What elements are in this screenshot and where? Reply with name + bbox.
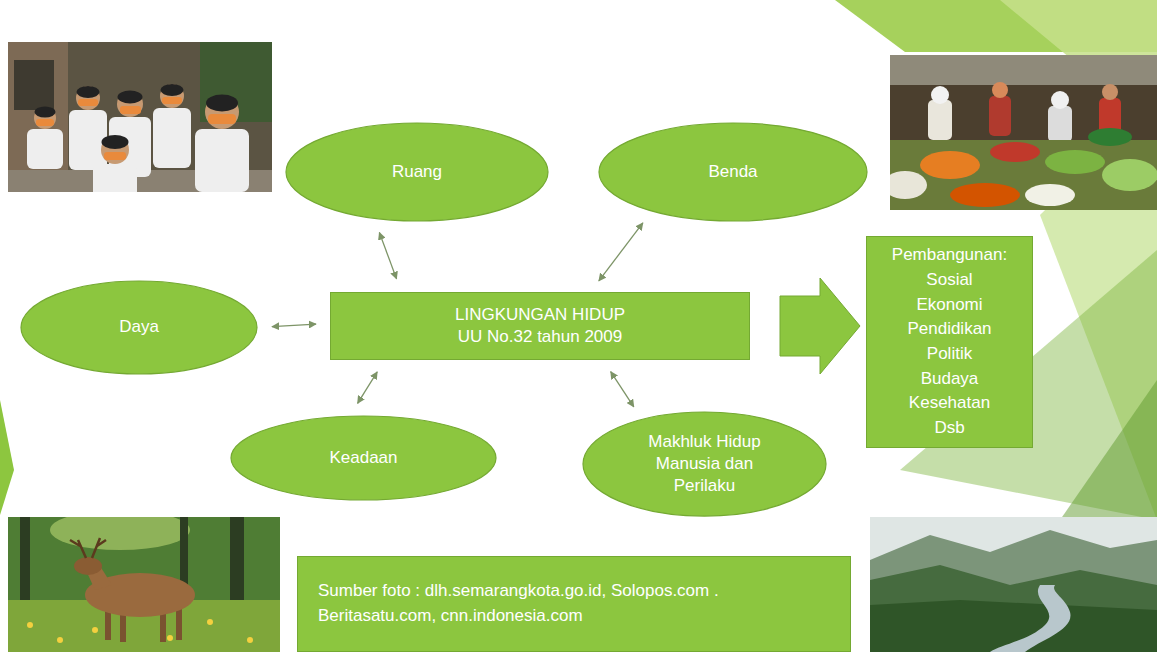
ellipse-shape	[21, 281, 257, 374]
node-text: Ruang	[392, 161, 442, 183]
central-box: LINGKUNGAN HIDUP UU No.32 tahun 2009	[330, 292, 750, 360]
double-arrow	[599, 223, 643, 281]
node-text: LINGKUNGAN HIDUP UU No.32 tahun 2009	[443, 304, 638, 348]
concept-ellipse: Makhluk Hidup Manusia dan Perilaku	[582, 411, 827, 517]
photo-river	[870, 517, 1157, 652]
node-text: Makhluk Hidup Manusia dan Perilaku	[642, 431, 767, 497]
ellipse-shape	[231, 416, 496, 500]
node-text: Pembangunan: Sosial Ekonomi Pendidikan P…	[875, 243, 1025, 440]
concept-ellipse: Benda	[598, 122, 868, 222]
concept-ellipse: Ruang	[285, 122, 549, 222]
node-text: Daya	[119, 316, 159, 338]
decor-triangles	[0, 0, 1157, 520]
node-text: Keadaan	[329, 447, 397, 469]
ellipse-shape	[583, 412, 826, 516]
source-box: Sumber foto : dlh.semarangkota.go.id, So…	[297, 556, 851, 652]
node-text: Benda	[708, 161, 757, 183]
double-arrow	[379, 232, 396, 278]
double-arrow	[272, 324, 316, 327]
decor-triangle	[0, 400, 14, 515]
node-text: Sumber foto : dlh.semarangkota.go.id, So…	[318, 579, 832, 628]
double-arrow	[611, 372, 634, 407]
concept-ellipse: Keadaan	[230, 415, 497, 501]
concept-ellipse: Daya	[20, 280, 258, 375]
decor-triangle	[1060, 380, 1157, 520]
ellipse-shape	[599, 123, 867, 221]
photo-pupils	[8, 42, 272, 192]
sector-list-box: Pembangunan: Sosial Ekonomi Pendidikan P…	[866, 236, 1033, 448]
photo-deer	[8, 517, 280, 652]
double-arrow	[358, 372, 378, 403]
block-arrow	[780, 278, 860, 374]
photo-market	[890, 55, 1157, 210]
ellipse-shape	[286, 123, 548, 221]
